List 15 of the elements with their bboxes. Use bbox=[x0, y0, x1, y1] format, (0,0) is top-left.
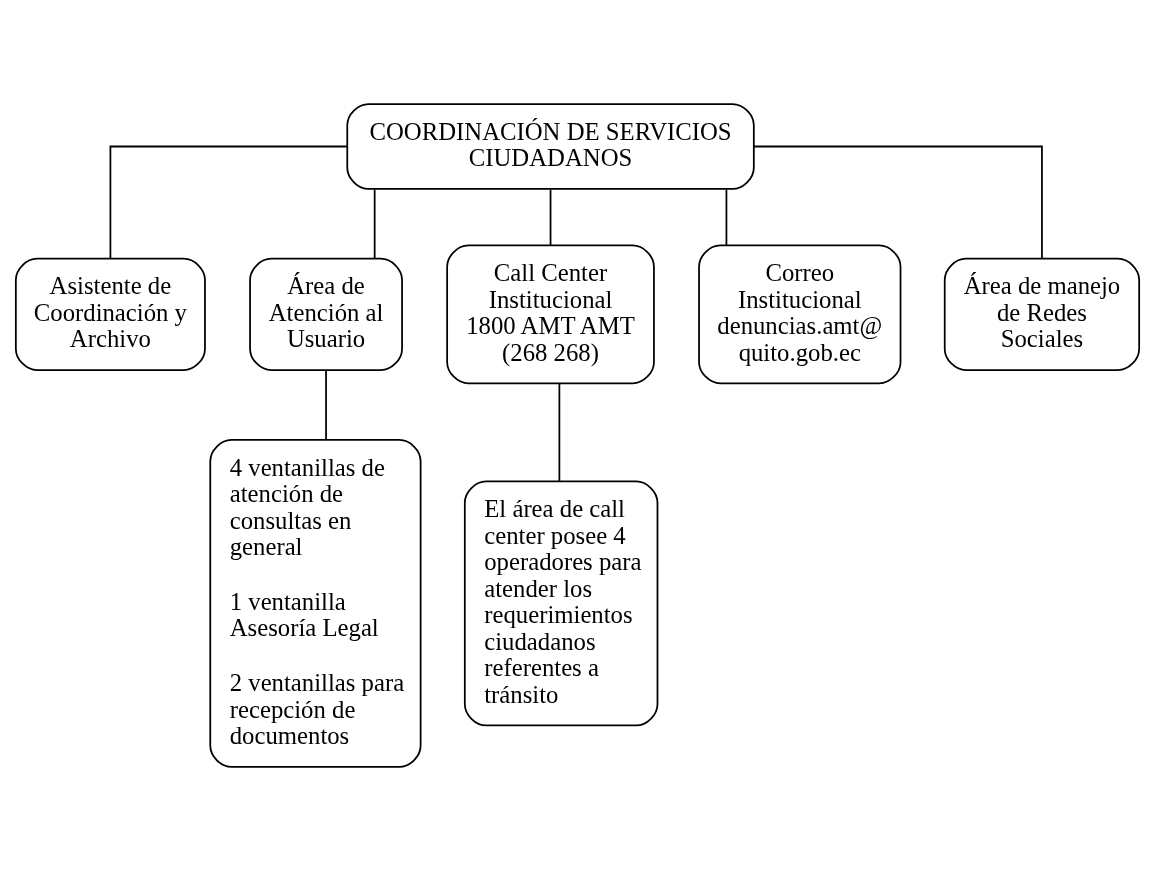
node-box: Asistente de Coordinación y Archivo bbox=[14, 257, 206, 371]
node-box: Call Center Institucional 1800 AMT AMT (268 268) bbox=[446, 244, 655, 385]
connector bbox=[753, 145, 1043, 260]
connector bbox=[549, 188, 552, 247]
node-box: 4 ventanillas de atención de consultas en general 1 ventanilla Asesoría Legal 2 ventanillas para recepción de documentos bbox=[209, 439, 422, 768]
connector bbox=[373, 188, 376, 260]
node-box: Área de Atención al Usuario bbox=[249, 257, 403, 371]
connector bbox=[325, 369, 327, 441]
node-box: Área de manejo de Redes Sociales bbox=[943, 257, 1141, 371]
node-box: El área de call center posee 4 operadores para atender los requerimientos ciudadanos referentes a tránsito bbox=[463, 480, 659, 727]
connector bbox=[725, 188, 728, 247]
connector bbox=[558, 382, 561, 482]
node-box: Correo Institucional denuncias.amt@ quito.gob.ec bbox=[698, 244, 902, 385]
node-box: COORDINACIÓN DE SERVICIOS CIUDADANOS bbox=[346, 103, 755, 190]
connector bbox=[109, 145, 349, 260]
